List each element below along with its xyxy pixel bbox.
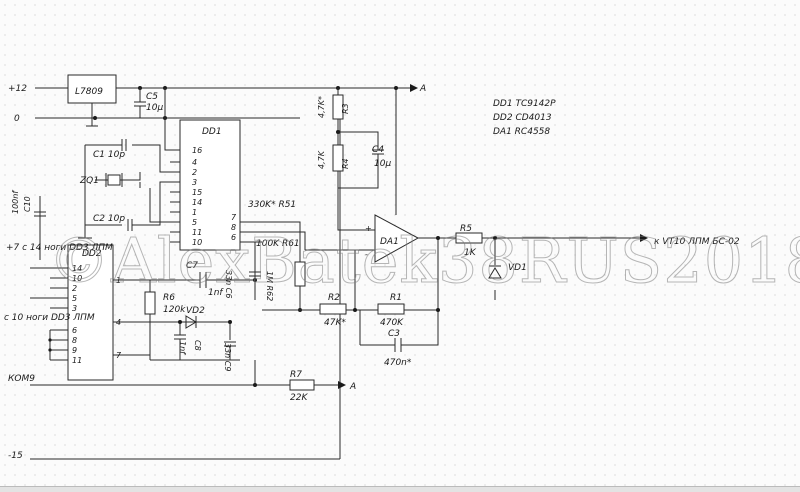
- dd2-pin: 7: [116, 351, 122, 360]
- r5-value: 1K: [464, 248, 477, 258]
- bias-divider: [332, 88, 384, 189]
- dd2-pin: 14: [72, 264, 82, 273]
- note-da1: DA1 RC4558: [493, 127, 550, 137]
- input-10-label: с 10 ноги DD3 ЛПМ: [4, 313, 95, 323]
- r1-value: 470K: [380, 318, 404, 328]
- supply-rails: [30, 84, 418, 460]
- opamp-da1: [262, 188, 640, 352]
- l7809-label: L7809: [75, 87, 103, 97]
- c10-label: C10: [23, 196, 32, 212]
- dd1-pin: 4: [192, 158, 197, 167]
- note-dd2: DD2 CD4013: [493, 113, 552, 123]
- output-stage: [455, 232, 648, 300]
- c2-label: C2 10p: [93, 214, 125, 224]
- dd1-pin: 15: [192, 188, 202, 197]
- port-a2-label: A: [349, 382, 356, 392]
- port-a-label: A: [419, 84, 426, 94]
- dd2-pin: 6: [72, 326, 77, 335]
- dd2-pin: 2: [72, 284, 77, 293]
- r7-branch: [30, 360, 346, 391]
- dd1-pin: 14: [192, 198, 202, 207]
- output-label: к VT10 ЛПМ БС-02: [654, 237, 740, 247]
- vd1-label: VD1: [508, 263, 527, 273]
- dd2-pin: 4: [116, 318, 121, 327]
- r51-label: 330K* R51: [248, 200, 296, 210]
- regulator-l7809: [67, 74, 180, 151]
- rail-zero-label: 0: [14, 114, 20, 124]
- r3-value: 4,7K*: [317, 96, 326, 118]
- c3-label: C3: [388, 329, 400, 339]
- dd1-pin: 11: [192, 228, 202, 237]
- r61-label: 100K R61: [256, 239, 300, 249]
- c6-label: 33n C6: [224, 270, 233, 298]
- dd1-pin: 5: [192, 218, 197, 227]
- c8-label: C8: [193, 340, 202, 351]
- chip-dd2: [30, 196, 180, 381]
- opamp-minus-sign: -: [365, 250, 368, 259]
- dd1-pin: 2: [192, 168, 197, 177]
- r7-label: R7: [290, 370, 302, 380]
- c4-value: 10µ: [374, 159, 391, 169]
- c10-value: 100nf: [11, 190, 20, 214]
- c1-label: C1 10p: [93, 150, 125, 160]
- r2-value: 47K*: [324, 318, 346, 328]
- r62-label: 1M R62: [265, 271, 274, 301]
- dd2-label: DD2: [82, 249, 102, 259]
- dd2-pin: 3: [72, 304, 77, 313]
- zq1-label: ZQ1: [79, 176, 99, 186]
- dd1-pin: 16: [192, 146, 202, 155]
- input-14-label: +7 с 14 ноги DD3 ЛПМ: [6, 243, 113, 253]
- vd2-label: VD2: [186, 306, 205, 316]
- r6-value: 120k: [163, 305, 186, 315]
- dd2-pin: 9: [72, 346, 77, 355]
- c9-label: 33n C9: [223, 343, 232, 371]
- r3-label: R3: [341, 103, 350, 114]
- dd2-pin: 8: [72, 336, 77, 345]
- dd1-out-pin: 6: [231, 233, 236, 242]
- dd1-pin: 10: [192, 238, 202, 247]
- chip-dd1: [170, 119, 262, 251]
- c5-label: C5: [146, 92, 158, 102]
- com9-label: КОМ9: [8, 374, 35, 384]
- dd2-pin: 1: [116, 276, 121, 285]
- dd1-out-pin: 7: [231, 213, 237, 222]
- r2-label: R2: [328, 293, 340, 303]
- r4-value: 4,7K: [317, 150, 326, 169]
- r1-label: R1: [390, 293, 402, 303]
- c7-value: 1nf: [208, 288, 224, 298]
- dd1-label: DD1: [202, 127, 222, 137]
- watermark-text: ©AlexBatek38RUS2018: [48, 224, 800, 297]
- dd1-pin: 3: [192, 178, 197, 187]
- r4-label: R4: [341, 158, 350, 169]
- opamp-plus-sign: +: [365, 224, 372, 233]
- r6-label: R6: [163, 293, 175, 303]
- crystal-oscillator: [78, 139, 170, 239]
- dd2-pin: 5: [72, 294, 77, 303]
- r5-label: R5: [460, 224, 472, 234]
- dd2-pin: 10: [72, 274, 82, 283]
- c3-value: 470n*: [384, 358, 412, 368]
- c7-label: C7: [186, 261, 198, 271]
- dd2-pin: 11: [72, 356, 82, 365]
- dd1-pin: 1: [192, 208, 197, 217]
- c4-label: C4: [372, 145, 384, 155]
- da1-label: DA1: [380, 237, 399, 247]
- detector-network: [144, 290, 240, 361]
- c5-value: 10µ: [146, 103, 163, 113]
- dd1-out-pin: 8: [231, 223, 236, 232]
- c8-value: 1nf: [178, 341, 187, 355]
- r7-value: 22K: [290, 393, 308, 403]
- rail-minus15-label: -15: [8, 451, 23, 461]
- rail-plus12-label: +12: [8, 84, 27, 94]
- window-bottom-edge: [0, 486, 800, 492]
- note-dd1: DD1 TC9142P: [493, 99, 556, 109]
